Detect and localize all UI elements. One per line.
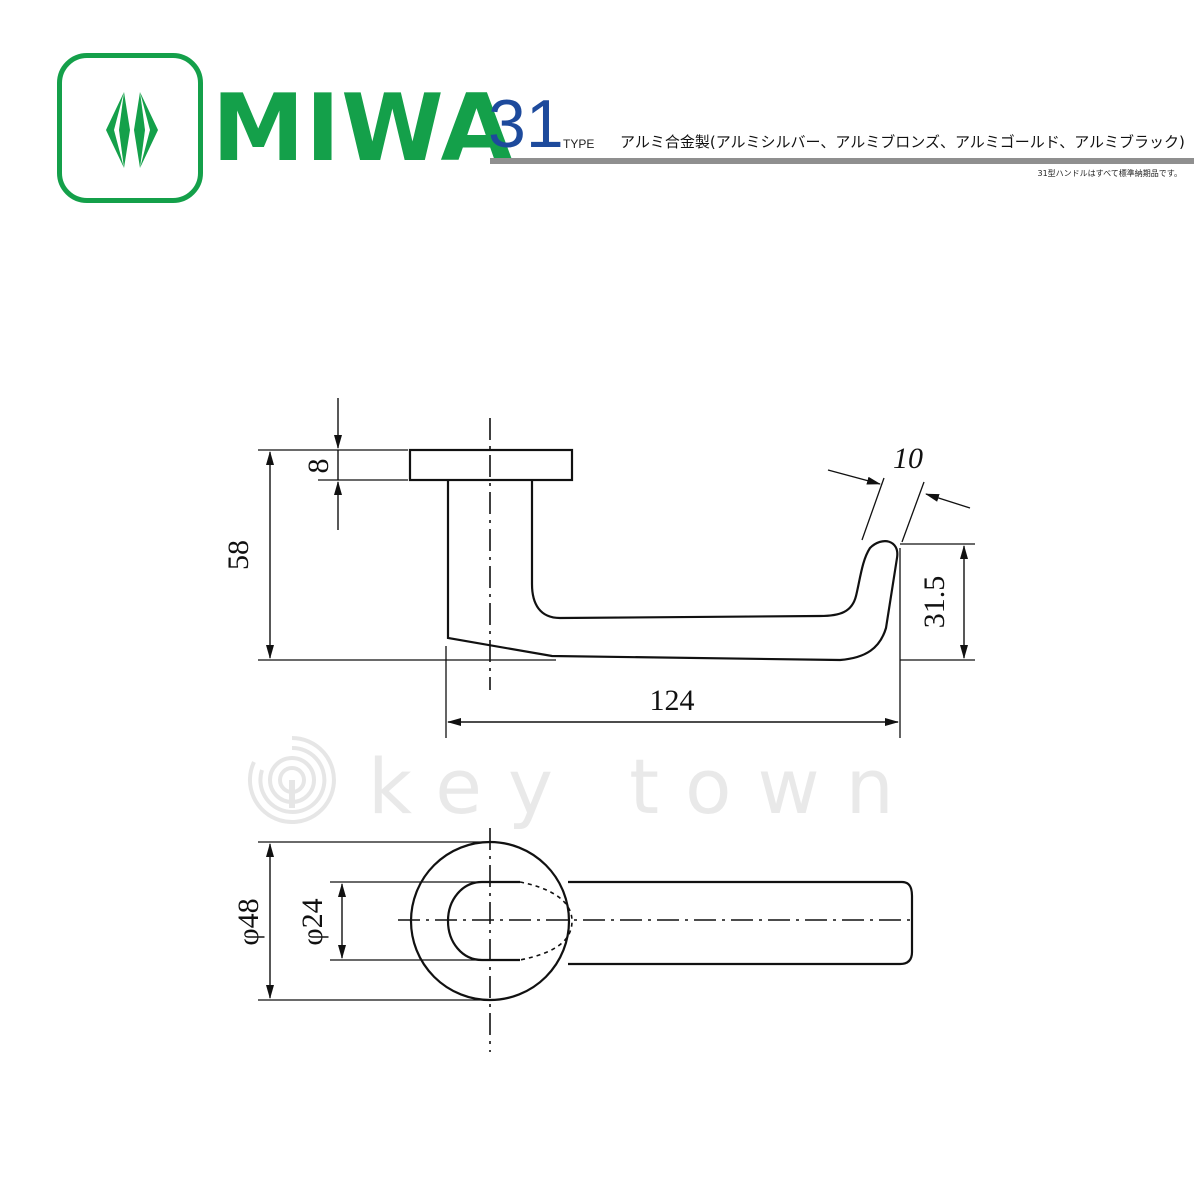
dim-label-58: 58 (222, 540, 255, 570)
model-number: 31 (488, 86, 564, 162)
dim-arrow-10-left (827, 469, 881, 485)
dim-label-10: 10 (893, 442, 923, 475)
header-divider (490, 158, 1194, 164)
dim-arrow-10-right (925, 493, 971, 509)
keytown-logo-icon (248, 736, 336, 824)
rose-plan-view (409, 840, 571, 1002)
material-description: アルミ合金製(アルミシルバー、アルミブロンズ、アルミゴールド、アルミブラック) (620, 133, 1185, 151)
dim-label-8: 8 (302, 459, 335, 474)
lever-side-view (446, 480, 899, 662)
lead-time-note: 31型ハンドルはすべて標準納期品です。 (1037, 169, 1183, 178)
neck-plan-view (446, 880, 520, 962)
watermark-text: key town (368, 742, 920, 831)
rose-side-view (408, 448, 574, 482)
dim-label-phi48: φ48 (232, 898, 265, 945)
miwa-logo (57, 53, 203, 203)
model-type-label: TYPE (563, 137, 595, 151)
dim-label-phi24: φ24 (296, 898, 329, 945)
miwa-diamond-icon (106, 92, 158, 168)
dim-label-124: 124 (650, 684, 695, 717)
brand-name: MIWA (212, 74, 514, 182)
dim-label-31-5: 31.5 (918, 576, 951, 629)
lever-plan-view (568, 880, 914, 966)
